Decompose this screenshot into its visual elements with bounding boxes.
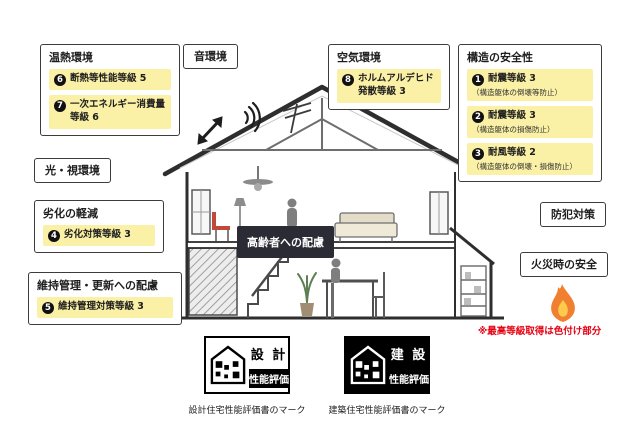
tv-antenna-icon xyxy=(282,102,312,134)
callout-security: 防犯対策 xyxy=(540,202,606,228)
circled-number-6: 6 xyxy=(54,74,66,87)
roof xyxy=(162,84,483,177)
air-title: 空気環境 xyxy=(337,51,381,64)
chair xyxy=(372,272,385,318)
construction-mark-house-icon xyxy=(350,342,386,388)
grade-seismic-collapse: 1 耐震等級 3 （構造躯体の倒壊等防止） xyxy=(467,69,593,102)
design-mark-band: 性能評価 xyxy=(249,369,289,388)
thermal-title: 温熱環境 xyxy=(49,51,93,64)
circled-number-4: 4 xyxy=(48,230,60,243)
sound-wave-icon xyxy=(243,101,261,133)
circled-number-7: 7 xyxy=(54,100,66,113)
callout-fire: 火災時の安全 xyxy=(520,252,608,278)
fire-title: 火災時の安全 xyxy=(531,258,597,271)
light-title: 光・視環境 xyxy=(45,164,100,177)
design-mark-house-icon xyxy=(210,342,246,388)
maintenance-title: 維持管理・更新への配慮 xyxy=(37,279,158,292)
right-window xyxy=(429,191,449,235)
wall-cutaway-hatch xyxy=(188,247,238,316)
storage-shelf xyxy=(460,265,487,317)
grade-seismic-damage: 2 耐震等級 3 （構造躯体の損傷防止） xyxy=(467,106,593,139)
roof-truss xyxy=(202,98,442,151)
grade-insulation: 6 断熱等性能等級 5 xyxy=(49,69,171,91)
red-chair xyxy=(212,212,230,241)
grade-energy: 7 一次エネルギー消費量 等級 6 xyxy=(49,95,171,129)
sound-title: 音環境 xyxy=(194,50,227,63)
circled-number-1: 1 xyxy=(472,74,484,87)
design-mark: 設 計 性能評価 xyxy=(204,336,290,394)
construction-mark: 建 設 性能評価 xyxy=(344,336,430,394)
callout-thermal: 温熱環境 6 断熱等性能等級 5 7 一次エネルギー消費量 等級 6 xyxy=(40,44,180,136)
construction-mark-name: 建 設 xyxy=(390,348,428,363)
ceiling-fan xyxy=(243,166,273,191)
security-title: 防犯対策 xyxy=(551,208,595,221)
callout-light: 光・視環境 xyxy=(34,158,111,184)
circled-number-8: 8 xyxy=(342,74,354,87)
highest-grade-note: ※最高等級取得は色付け部分 xyxy=(478,326,602,337)
elderly-box: 高齢者への配慮 xyxy=(237,226,334,258)
deterioration-title: 劣化の軽減 xyxy=(43,207,98,220)
sofa xyxy=(334,212,398,242)
person-sitting xyxy=(331,258,341,318)
circled-number-2: 2 xyxy=(472,111,484,124)
potted-plant xyxy=(297,272,317,316)
callout-maintenance: 維持管理・更新への配慮 5 維持管理対策等級 3 xyxy=(28,272,182,326)
callout-air: 空気環境 8 ホルムアルデヒド 発散等級 3 xyxy=(328,44,450,110)
double-arrow-icon xyxy=(197,116,223,145)
structure-title: 構造の安全性 xyxy=(467,51,533,64)
circled-number-3: 3 xyxy=(472,148,484,161)
construction-mark-caption: 建築住宅性能評価書のマーク xyxy=(328,406,446,416)
grade-formaldehyde: 8 ホルムアルデヒド 発散等級 3 xyxy=(337,69,441,103)
design-mark-name: 設 計 xyxy=(250,348,288,363)
dining-table xyxy=(322,279,378,318)
grade-wind: 3 耐風等級 2 （構造躯体の倒壊・損傷防止） xyxy=(467,143,593,176)
grade-deterioration: 4 劣化対策等級 3 xyxy=(43,225,155,247)
construction-mark-band: 性能評価 xyxy=(389,375,429,386)
left-window xyxy=(191,189,211,235)
callout-structure: 構造の安全性 1 耐震等級 3 （構造躯体の倒壊等防止） 2 耐震等級 3 （構… xyxy=(458,44,602,183)
callout-sound: 音環境 xyxy=(183,44,238,70)
grade-maintenance: 5 維持管理対策等級 3 xyxy=(37,297,173,319)
elderly-title: 高齢者への配慮 xyxy=(247,236,324,249)
design-mark-caption: 設計住宅性能評価書のマーク xyxy=(188,406,306,416)
flame-icon xyxy=(551,284,575,322)
callout-deterioration: 劣化の軽減 4 劣化対策等級 3 xyxy=(34,200,164,254)
circled-number-5: 5 xyxy=(42,302,54,315)
